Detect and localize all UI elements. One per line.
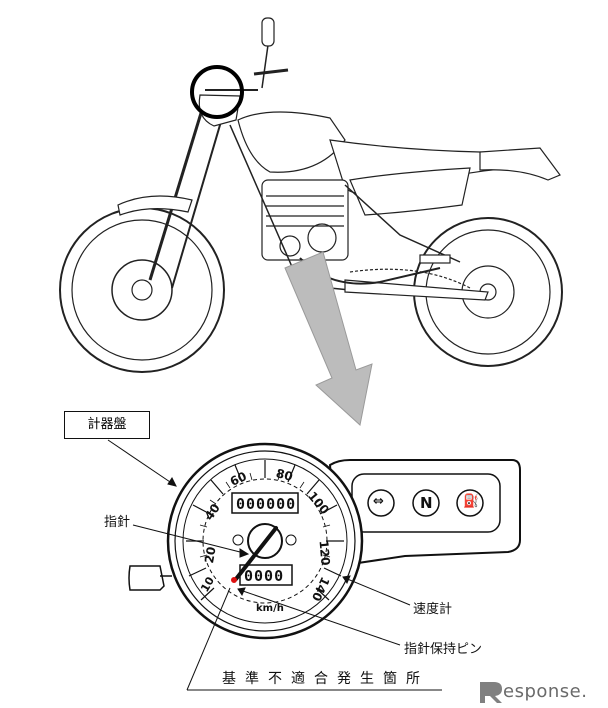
- motorcycle-illustration: [59, 17, 563, 373]
- callout-arrow: [284, 251, 373, 426]
- turn-signal-icon: ⇔: [373, 494, 384, 509]
- highlight-circle: [190, 65, 244, 119]
- speed-unit-label: km/h: [256, 603, 284, 614]
- pointer-pin-label: 指針保持ピン: [404, 642, 483, 657]
- instrument-panel-label-box: 計器盤: [64, 411, 150, 439]
- neutral-indicator-icon: N: [420, 494, 433, 512]
- meter-panel: [128, 442, 521, 640]
- leader-lines: [107, 439, 442, 691]
- watermark-logo: [480, 682, 502, 703]
- fuel-indicator-icon: ⛽: [463, 494, 480, 509]
- odometer-readout: 000000: [236, 495, 297, 513]
- tripmeter-readout: 0000: [244, 567, 285, 585]
- defect-location-label: 基準不適合発生箇所: [222, 671, 429, 687]
- tick-label-120: 120: [316, 539, 333, 567]
- instrument-panel-label: 計器盤: [87, 417, 127, 432]
- speedometer-label: 速度計: [413, 602, 453, 617]
- pointer-label: 指針: [104, 515, 131, 530]
- watermark-text: esponse.: [503, 681, 588, 702]
- tick-label-20: 20: [202, 545, 219, 565]
